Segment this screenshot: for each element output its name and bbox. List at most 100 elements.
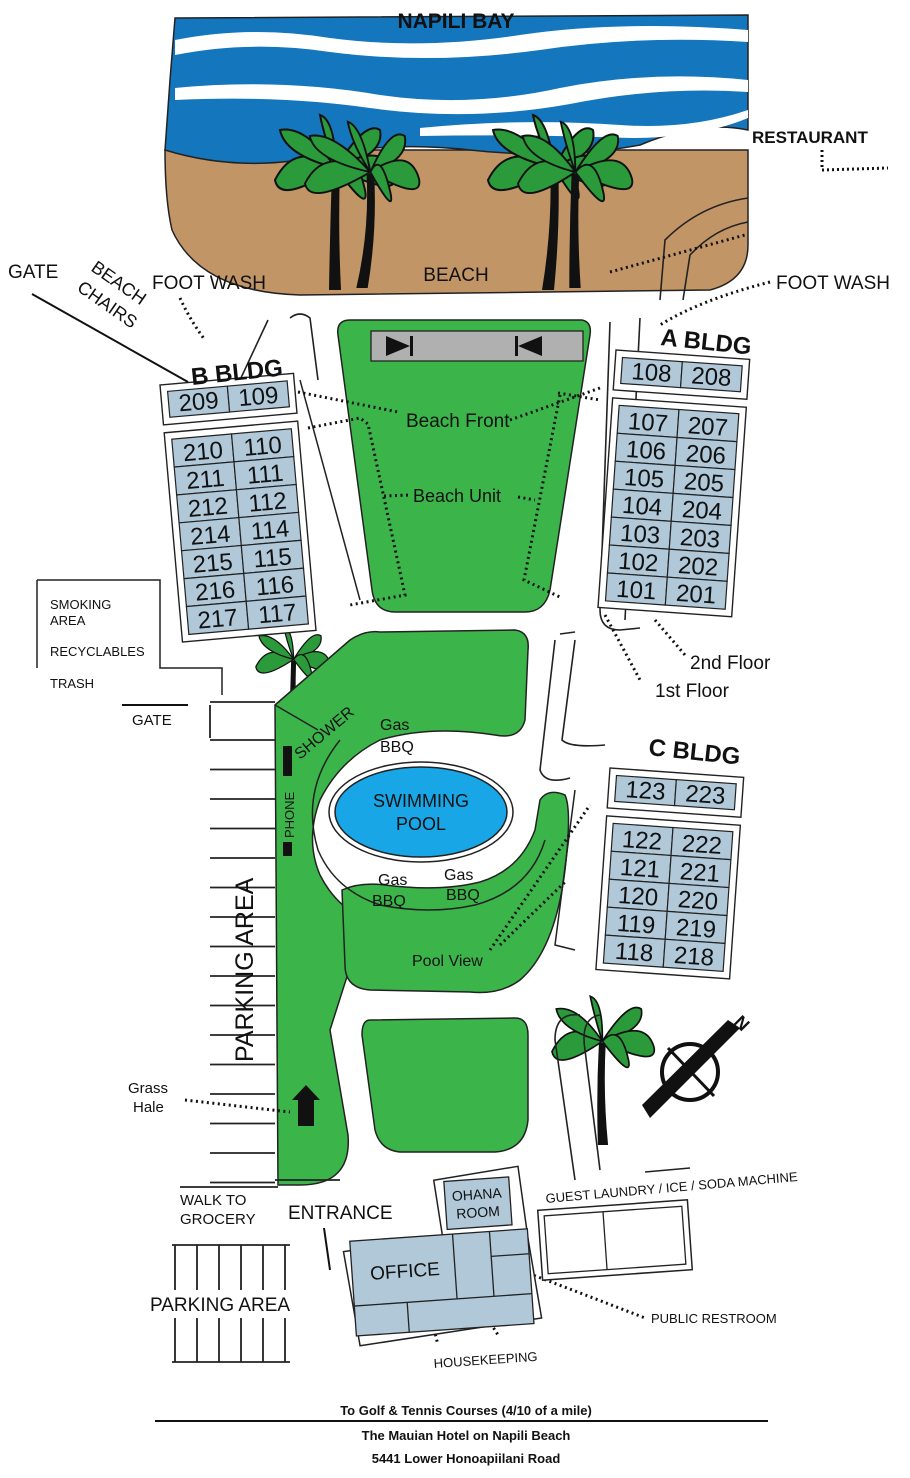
laundry-building [536,1199,694,1281]
room-number: 109 [237,382,279,412]
floor-1-label: 1st Floor [655,681,730,702]
walk-grocery-label: WALK TO [180,1192,246,1209]
phone-icon [283,746,292,776]
swimming-pool: SWIMMING POOL [328,761,514,863]
footer-courses: To Golf & Tennis Courses (4/10 of a mile… [340,1403,592,1418]
lawn-pool-right [341,791,570,994]
palm-tree-icon [517,120,634,288]
office-room [349,1228,535,1337]
pointers [178,233,771,1346]
smoking-label: AREA [50,613,86,628]
room-number: 215 [192,548,234,578]
foot-wash-left-label: FOOT WASH [152,273,266,294]
room-number: 223 [684,780,726,810]
room-number: 105 [623,464,665,494]
room-number: 106 [625,436,667,466]
room-number: 203 [679,524,721,554]
room-number: 107 [627,408,669,438]
beach-unit-label: Beach Unit [413,486,501,506]
room-number: 208 [690,362,732,392]
room-cell [679,361,743,393]
room-number: 115 [252,543,292,573]
room-number: 118 [614,938,654,968]
room-number: 119 [616,910,656,940]
bbq-gas: Gas [380,717,409,734]
room-number: 207 [687,412,729,442]
smoking-area: SMOKING AREA RECYCLABLES TRASH GATE [36,579,223,729]
bbq-gas: Gas [378,872,407,889]
palm-tree-group [255,113,656,1145]
room-number: 116 [255,571,295,601]
room-number: 211 [185,465,225,495]
room-number: 102 [617,548,659,578]
room-number: 218 [673,942,715,972]
room-number: 210 [182,437,224,467]
lawn-beach [337,319,592,613]
room-number: 108 [631,358,673,388]
gate-line [31,293,189,383]
room-number: 217 [197,604,239,634]
bbq-bbq: BBQ [372,893,406,910]
room-number: 209 [178,387,220,417]
beach-area: NAPILI BAY BEACH [164,10,749,296]
beach-sign [370,330,584,362]
pool-label: POOL [396,814,446,834]
bbq-bbq: BBQ [380,739,414,756]
foot-wash-right-label: FOOT WASH [776,273,890,294]
wave [175,26,748,59]
hale-icon [292,1085,320,1126]
room-number: 219 [675,914,717,944]
bbq-gas: Gas [444,867,473,884]
bay-label: NAPILI BAY [397,10,514,33]
parking-lower [172,1244,290,1363]
lawns [274,319,592,1186]
bbq-labels: Gas BBQ Gas BBQ Gas BBQ [372,717,480,910]
gate-left-label: GATE [132,712,172,729]
beach-front-label: Beach Front [406,411,510,432]
room-number: 214 [189,520,231,550]
beach-label: BEACH [423,265,488,286]
ohana-label: OHANA [451,1184,502,1203]
trash-label: TRASH [50,676,94,691]
room-number: 120 [617,882,659,912]
housekeeping-label: HOUSEKEEPING [433,1349,538,1371]
restaurant-path [820,150,889,172]
room-number: 101 [615,576,657,606]
gate-top-label: GATE [8,262,58,283]
room-number: 202 [677,552,719,582]
compass-icon: N [642,1012,753,1118]
ohana-label: ROOM [456,1203,501,1222]
phone-label: PHONE [282,791,297,838]
restroom-label: PUBLIC RESTROOM [651,1311,777,1326]
recyclables-label: RECYCLABLES [50,644,145,659]
room-number: 114 [250,515,290,545]
pool-label: SWIMMING [373,791,469,811]
palm-tree-icon [255,625,331,735]
pool-walkway [274,704,546,911]
smoking-label: SMOKING [50,597,111,612]
walk-grocery-label: GROCERY [180,1211,256,1228]
pool-view-label: Pool View [412,953,483,970]
floor-2-label: 2nd Floor [690,653,771,674]
room-number: 221 [679,858,721,888]
room-number: 212 [187,493,229,523]
room-number: 104 [621,492,663,522]
room-number: 220 [677,886,719,916]
room-number: 201 [675,580,717,610]
room-cell [662,938,726,973]
phone-icon [283,842,292,856]
room-number: 121 [619,854,661,884]
entrance-label: ENTRANCE [288,1203,393,1224]
grass-hale-label: Grass [128,1080,168,1097]
room-number: 204 [681,496,723,526]
room-cell [245,595,310,630]
palm-tree-icon [304,120,421,288]
room-number: 117 [257,599,297,629]
room-number: 110 [243,432,283,462]
c-bldg-title: C BLDG [647,734,741,770]
room-number: 122 [621,826,663,856]
footer-address: 5441 Lower Honoapiilani Road [372,1451,561,1466]
